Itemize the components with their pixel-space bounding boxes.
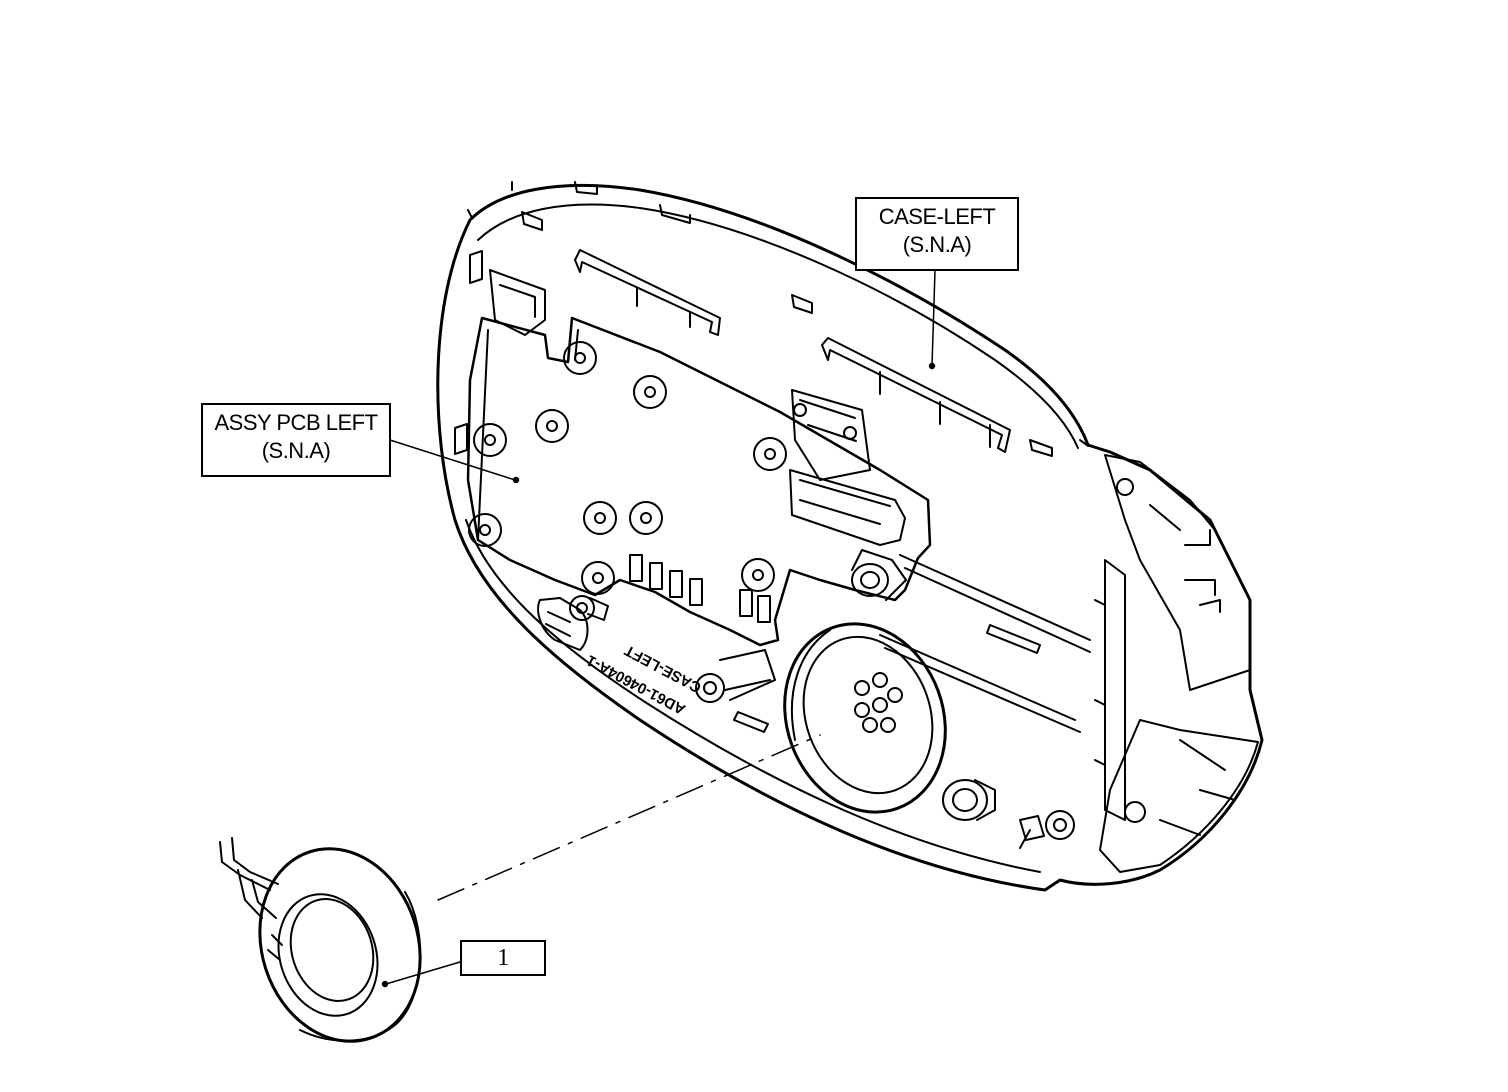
clip-left-bracket (489, 269, 546, 336)
speaker-wires (219, 837, 279, 919)
pcb-pads (629, 554, 771, 623)
case-boss-right-lower-2 (1124, 801, 1146, 823)
clip-small-3 (1029, 439, 1053, 457)
assy-pcb-left-label: ASSY PCB LEFT (S.N.A) (201, 403, 391, 477)
case-boss-right-upper (1116, 478, 1134, 496)
case-left-tab (537, 597, 589, 651)
part-1-speaker (219, 837, 422, 1043)
pcb-mount-holes (468, 341, 787, 595)
case-stamp-text: CASE-LEFT AD61-04604A-1 (584, 641, 704, 717)
case-left-housing (436, 181, 1264, 892)
clip-right-bracket (791, 389, 871, 481)
speaker-holder (783, 622, 947, 814)
case-inner-rim (465, 203, 1079, 873)
clip-left-upper (469, 250, 483, 284)
case-rim-notches (467, 181, 1089, 447)
callout-1-number: 1 (497, 945, 509, 971)
case-right-bracket (1104, 454, 1251, 691)
pcb-standoff-right (851, 549, 907, 601)
callout-1-box: 1 (460, 940, 546, 976)
speaker-holder-holes (854, 672, 903, 733)
pcb-standoff-left (569, 595, 609, 621)
leader-callout-1 (385, 961, 461, 985)
case-boss-right-lower (1045, 810, 1075, 840)
case-left-label-line2: (S.N.A) (902, 231, 972, 257)
leader-case-left (931, 270, 936, 366)
assy-pcb-left-label-line2: (S.N.A) (261, 437, 331, 463)
clip-top-right-long (821, 337, 1011, 453)
clip-top-long (574, 249, 721, 336)
pcb-outline (466, 316, 932, 647)
case-rib (879, 554, 1091, 733)
case-left-label: CASE-LEFT (S.N.A) (855, 197, 1019, 271)
case-outer-shell (436, 183, 1264, 892)
pcb-connector (789, 469, 906, 546)
pcb-latch (695, 649, 776, 703)
case-right-lower (1099, 719, 1259, 873)
case-clips (454, 211, 1053, 481)
case-vertical-rail (1094, 559, 1126, 821)
case-standoff (942, 779, 996, 821)
clip-small-2 (791, 294, 813, 314)
case-slot-2 (986, 624, 1041, 654)
pcb-left-board: CASE-LEFT AD61-04604A-1 (466, 316, 932, 718)
assy-pcb-left-label-line1: ASSY PCB LEFT (214, 410, 378, 435)
speaker-axis-line (437, 734, 821, 901)
clip-small-1 (521, 211, 543, 231)
case-slot (733, 711, 769, 733)
leader-lines (381, 270, 936, 988)
clip-left-mid (454, 423, 468, 455)
case-post-left (1019, 815, 1045, 849)
leader-assy-pcb (389, 439, 516, 481)
case-left-label-line1: CASE-LEFT (878, 204, 996, 229)
